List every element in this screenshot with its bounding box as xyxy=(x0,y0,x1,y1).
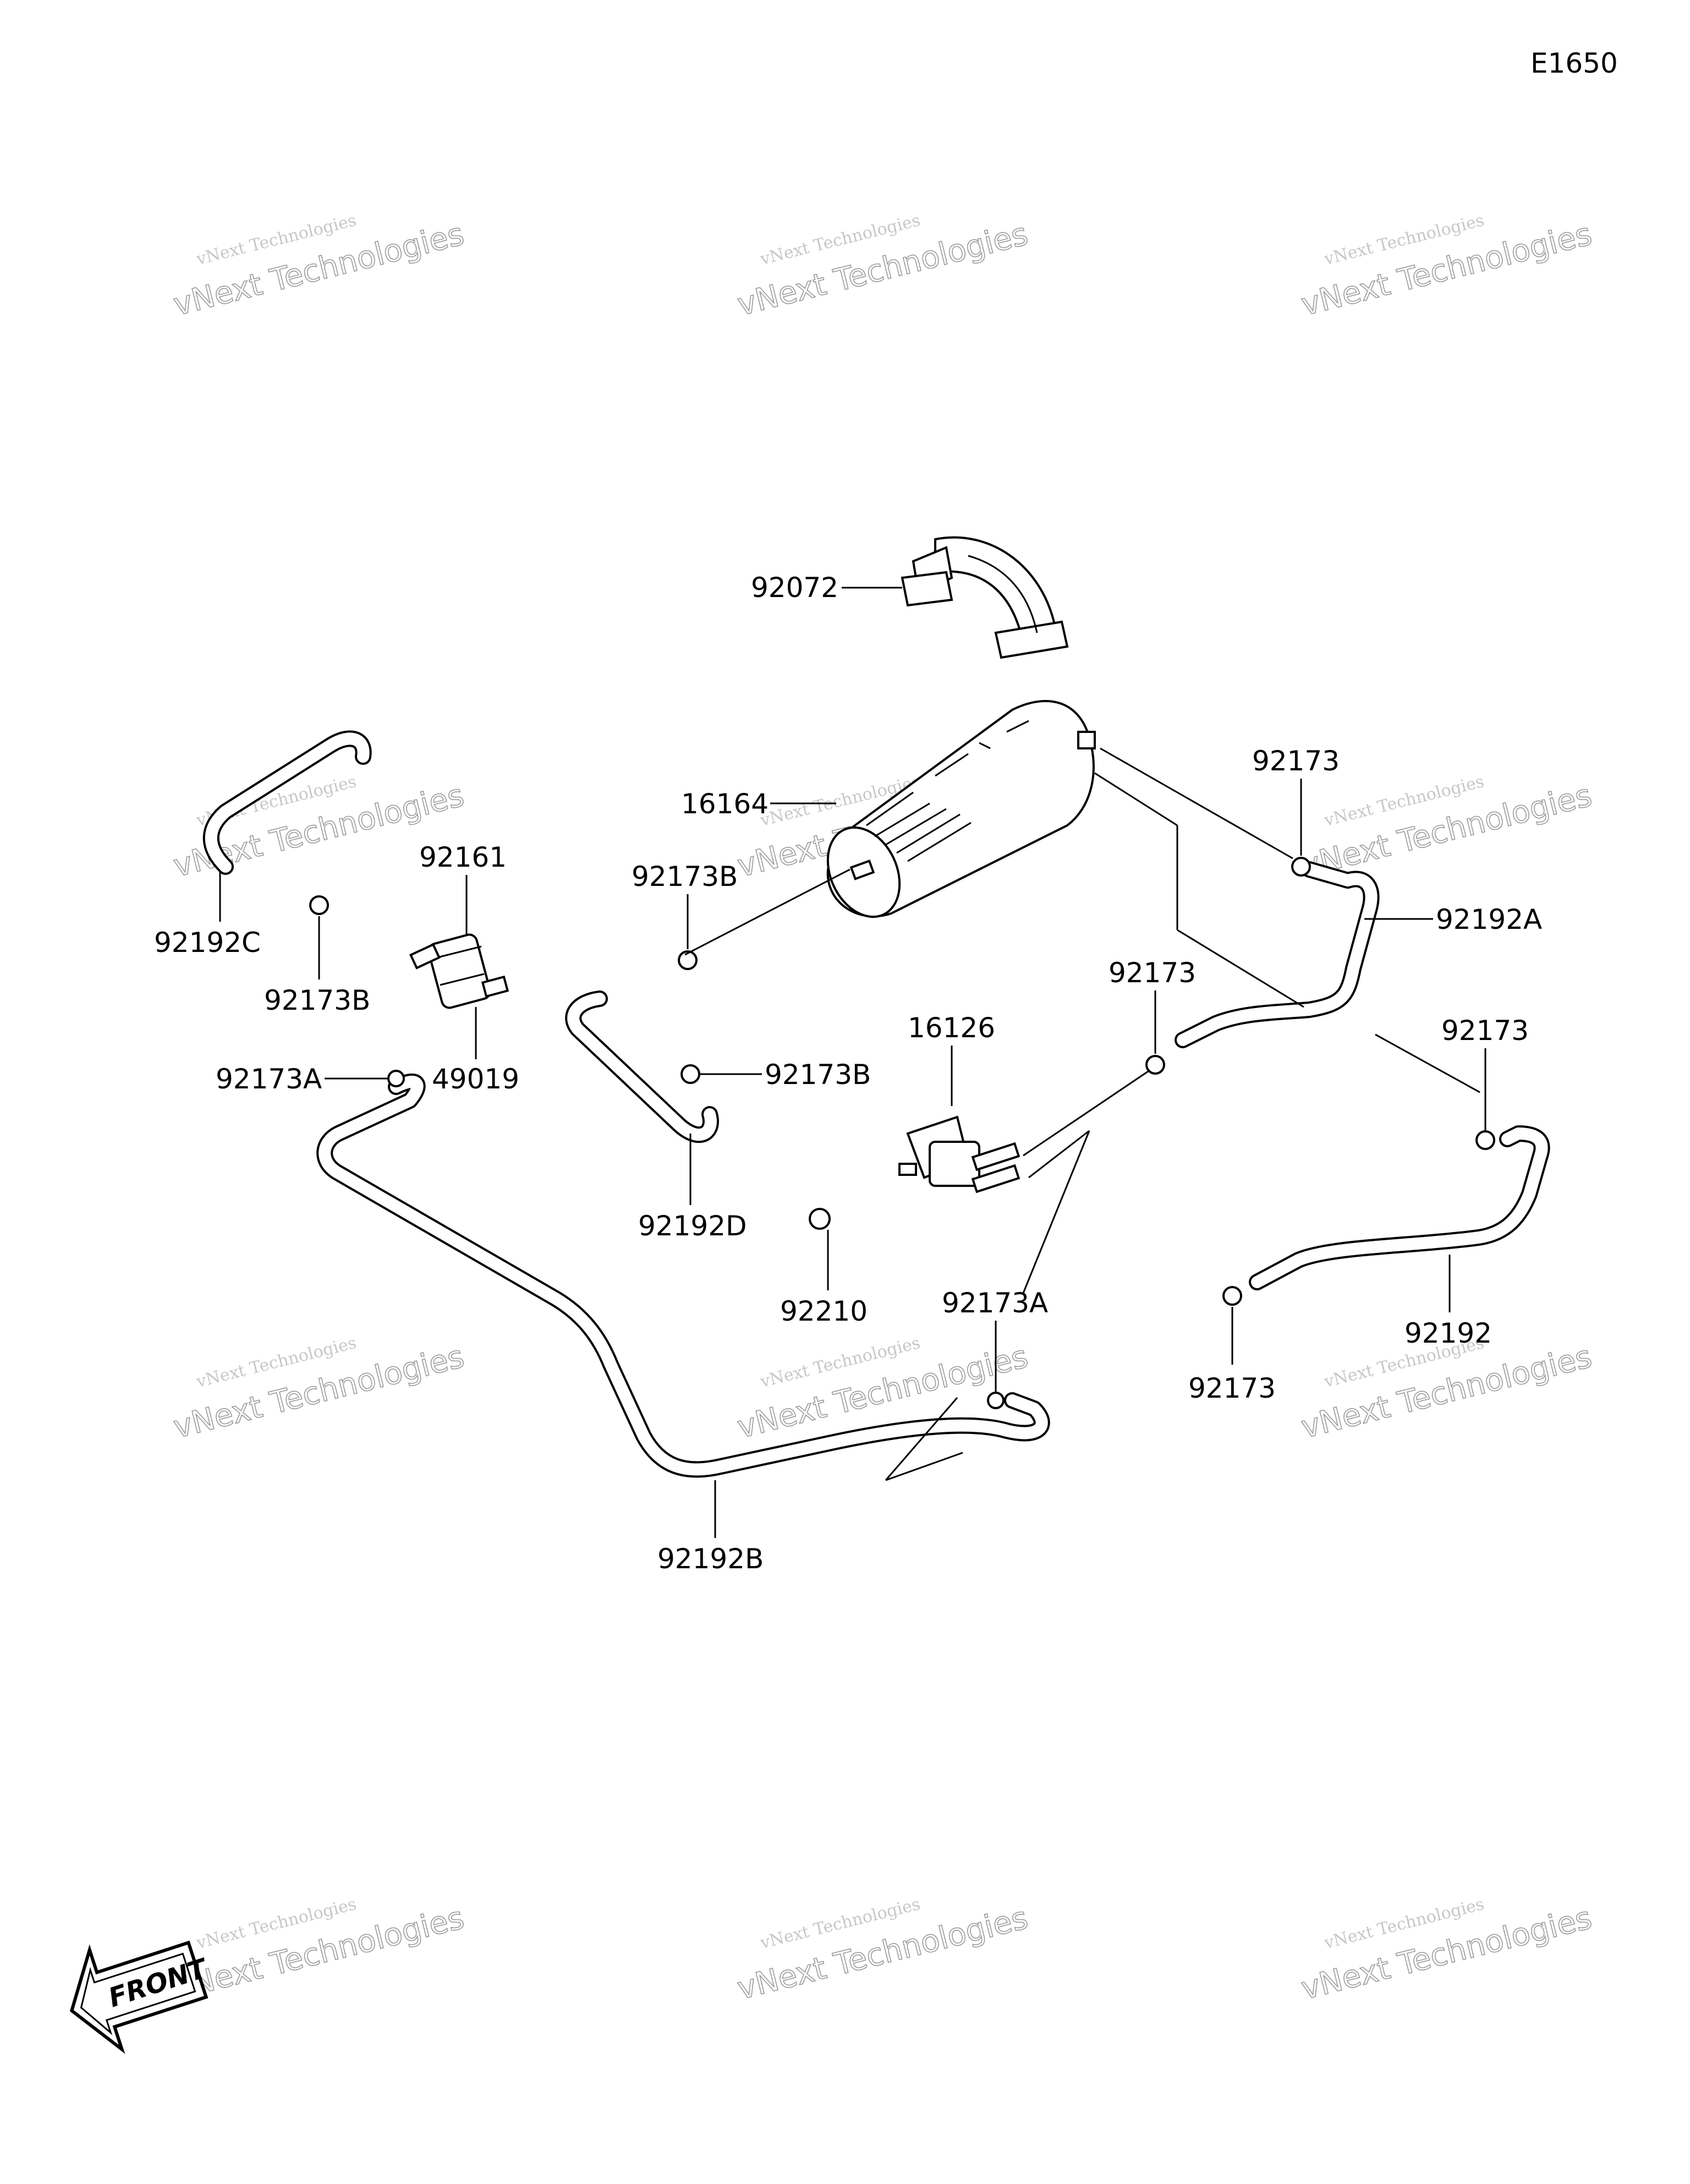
hose-92192B[interactable] xyxy=(316,1074,1050,1478)
label-92072[interactable]: 92072 xyxy=(751,572,838,604)
clamp-92173B-2[interactable] xyxy=(309,895,329,915)
solenoid-16126[interactable] xyxy=(898,1115,1020,1194)
label-16164[interactable]: 16164 xyxy=(681,788,769,820)
clamp-92173-top[interactable] xyxy=(1291,857,1311,877)
clamp-92173-mid[interactable] xyxy=(1145,1055,1165,1075)
label-92173B-1[interactable]: 92173B xyxy=(632,861,738,893)
watermark: vNext Technologies vNext Technologies xyxy=(733,1895,1031,2007)
label-92192C[interactable]: 92192C xyxy=(154,927,261,959)
label-92192B[interactable]: 92192B xyxy=(657,1543,764,1575)
watermarks: vNext Technologies vNext Technologies vN… xyxy=(169,211,1595,2007)
hose-92192C[interactable] xyxy=(202,730,372,875)
hose-92192[interactable] xyxy=(1249,1125,1550,1290)
watermark: vNext Technologies vNext Technologies xyxy=(1297,211,1595,324)
watermark: vNext Technologies vNext Technologies xyxy=(169,1333,468,1446)
clamp-92173-right[interactable] xyxy=(1475,1130,1495,1150)
clamp-92173A-1[interactable] xyxy=(387,1070,405,1087)
label-92192A[interactable]: 92192A xyxy=(1436,904,1542,935)
label-92173-right[interactable]: 92173 xyxy=(1441,1015,1529,1047)
label-92173A-2[interactable]: 92173A xyxy=(942,1287,1048,1319)
label-92173A-1[interactable]: 92173A xyxy=(216,1063,322,1095)
clamp-92173A-2[interactable] xyxy=(987,1392,1005,1409)
clamp-92173B-1[interactable] xyxy=(678,950,698,970)
label-16126[interactable]: 16126 xyxy=(908,1012,995,1044)
label-92192[interactable]: 92192 xyxy=(1404,1317,1492,1349)
hose-92192A[interactable] xyxy=(1175,861,1380,1048)
label-92192D[interactable]: 92192D xyxy=(638,1210,747,1242)
front-arrow: FRONT xyxy=(69,1940,212,2054)
hose-92192D[interactable] xyxy=(565,990,719,1143)
bracket-92072[interactable] xyxy=(901,536,1069,659)
label-92173-mid[interactable]: 92173 xyxy=(1109,957,1196,989)
nut-92210[interactable] xyxy=(809,1208,831,1230)
label-49019[interactable]: 49019 xyxy=(432,1063,519,1095)
label-92173-top[interactable]: 92173 xyxy=(1252,745,1340,777)
diagram-code: E1650 xyxy=(1530,47,1618,79)
canister-16164[interactable] xyxy=(814,700,1096,928)
watermark: vNext Technologies vNext Technologies xyxy=(1297,1895,1595,2007)
valve-49019[interactable] xyxy=(409,933,509,1009)
clamp-92173-low[interactable] xyxy=(1222,1286,1242,1306)
part-labels: 92072 16164 92173 92192A 92192C 92161 92… xyxy=(154,572,1542,1575)
label-92173-low[interactable]: 92173 xyxy=(1188,1372,1276,1404)
watermark: vNext Technologies vNext Technologies xyxy=(169,211,468,324)
clamp-92173B-3[interactable] xyxy=(681,1064,700,1084)
label-92161[interactable]: 92161 xyxy=(419,841,507,873)
label-92173B-3[interactable]: 92173B xyxy=(765,1059,871,1091)
label-92210[interactable]: 92210 xyxy=(780,1295,868,1327)
watermark: vNext Technologies vNext Technologies xyxy=(733,211,1031,324)
clamps xyxy=(309,857,1495,1409)
label-92173B-2[interactable]: 92173B xyxy=(264,984,370,1016)
leader-lines xyxy=(219,587,1486,1538)
watermark: vNext Technologies vNext Technologies xyxy=(169,1895,468,2007)
